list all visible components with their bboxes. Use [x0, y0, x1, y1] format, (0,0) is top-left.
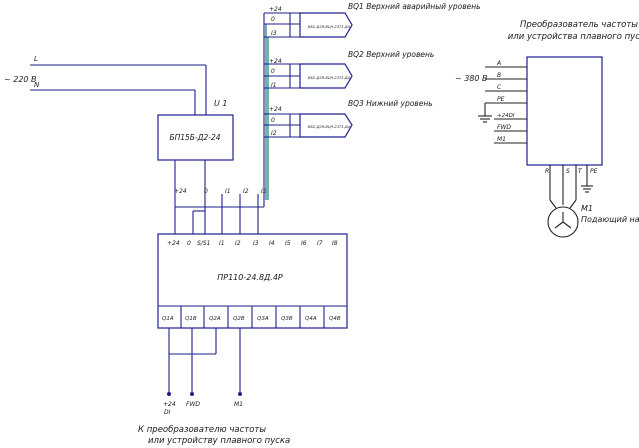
ground-icon	[478, 115, 492, 123]
vfd-block	[526, 56, 603, 166]
psu-ref: U 1	[214, 99, 228, 108]
mains-voltage-label: ~ 220 В	[4, 75, 37, 84]
relay-pin-i8: I8	[332, 240, 338, 247]
bq3-sensor	[299, 113, 353, 138]
bq2-pin-zero: 0	[271, 68, 275, 75]
top-input-i2: I2	[243, 188, 249, 195]
bq3-pin-i2: I2	[271, 130, 277, 137]
vfd-pin-fwd: FWD	[497, 124, 511, 131]
terminal-fwd	[190, 392, 194, 396]
relay-out-q4a: Q4A	[305, 316, 317, 322]
relay-pin-i1: I1	[219, 240, 225, 247]
out-label-m1: M1	[234, 401, 243, 408]
vfd-out-t-bend	[569, 199, 577, 209]
psu-label: БП15Б-Д2-24	[169, 133, 220, 142]
bq3-pin-zero: 0	[271, 117, 275, 124]
psu-pin-plus24: +24	[174, 188, 187, 195]
bq2-pin-plus24: +24	[269, 58, 282, 65]
bq3-title: BQ3 Нижний уровень	[348, 99, 433, 108]
psu-block	[157, 114, 234, 161]
ground-icon	[581, 185, 593, 193]
relay-pin-i4: I4	[269, 240, 275, 247]
vfd-out-r-bend	[549, 199, 557, 209]
vfd-pin-t: T	[578, 168, 583, 175]
relay-output-cells	[180, 306, 325, 328]
psu-pin-zero: 0	[204, 188, 208, 195]
bq3-model: ВБ2-Д2Я-ВЦЧ-23Т3-ДА	[308, 125, 351, 129]
vfd-title-line1: Преобразователь частоты	[520, 20, 638, 30]
relay-pin-i2: I2	[235, 240, 241, 247]
relay-pin-plus24: +24	[167, 240, 180, 247]
relay-out-q4b: Q4B	[329, 316, 341, 322]
vfd-pin-m1: M1	[497, 136, 506, 143]
bq1-pin-i3: I3	[271, 30, 277, 37]
out-label-di: DI	[164, 409, 171, 416]
mains-n-label: N	[34, 81, 40, 89]
relay-out-q3b: Q3B	[281, 316, 293, 322]
bq2-model: ВБ2-Д2Я-ВЦЧ-23Т3-ДА	[308, 76, 351, 80]
vfd-supply-label: ~ 380 В	[455, 74, 488, 83]
vfd-pin-pe-out: PE	[590, 168, 598, 175]
motor-star-icon	[554, 212, 572, 229]
bq1-sensor	[299, 12, 353, 38]
vfd-pin-r: R	[545, 168, 549, 175]
mains-l-label: L	[34, 55, 38, 63]
relay-out-q2b: Q2B	[233, 316, 245, 322]
bq1-title: BQ1 Верхний аварийный уровень	[348, 2, 481, 11]
bq2-title: BQ2 Верхний уровень	[348, 50, 434, 59]
relay-pin-i3: I3	[253, 240, 259, 247]
relay-out-q1a: Q1A	[162, 316, 174, 322]
out-label-fwd: FWD	[186, 401, 200, 408]
top-input-i1: I1	[225, 188, 231, 195]
relay-pin-i7: I7	[317, 240, 323, 247]
relay-out-q1b: Q1B	[185, 316, 197, 322]
motor-symbol	[547, 206, 579, 238]
relay-label: ПР110-24.8Д.4Р	[217, 273, 283, 282]
bottom-note-line1: К преобразователю частоты	[138, 425, 266, 435]
vfd-pin-24di: +24DI	[497, 113, 515, 119]
out-label-plus24: +24	[163, 401, 176, 408]
relay-pin-i5: I5	[285, 240, 291, 247]
vfd-pin-s: S	[566, 168, 570, 175]
bq3-pin-plus24: +24	[269, 106, 282, 113]
relay-out-q2a: Q2A	[209, 316, 221, 322]
relay-pin-0: 0	[187, 240, 191, 247]
bq1-pin-plus24: +24	[269, 6, 282, 13]
vfd-pin-b: B	[497, 72, 501, 79]
bq2-sensor	[299, 63, 353, 89]
relay-pin-i6: I6	[301, 240, 307, 247]
bq2-pin-i1: I1	[271, 82, 277, 89]
vfd-pin-pe: PE	[497, 96, 505, 103]
bottom-note-line2: или устройству плавного пуска	[148, 436, 290, 446]
terminal-m1	[238, 392, 242, 396]
terminal-plus24	[167, 392, 171, 396]
vfd-pin-a: A	[496, 60, 501, 67]
motor-name: Подающий насос	[581, 215, 639, 224]
vfd-title-line2: или устройства плавного пуска	[508, 32, 639, 42]
bq1-pin-zero: 0	[271, 16, 275, 23]
motor-ref: M1	[581, 204, 593, 213]
relay-out-q3a: Q3A	[257, 316, 269, 322]
relay-pin-ss1: S/S1	[197, 240, 210, 247]
bq1-model: ВБ2-Д2Я-ВЦЧ-23Т3-ДА	[308, 25, 351, 29]
vfd-pin-c: C	[497, 84, 502, 91]
